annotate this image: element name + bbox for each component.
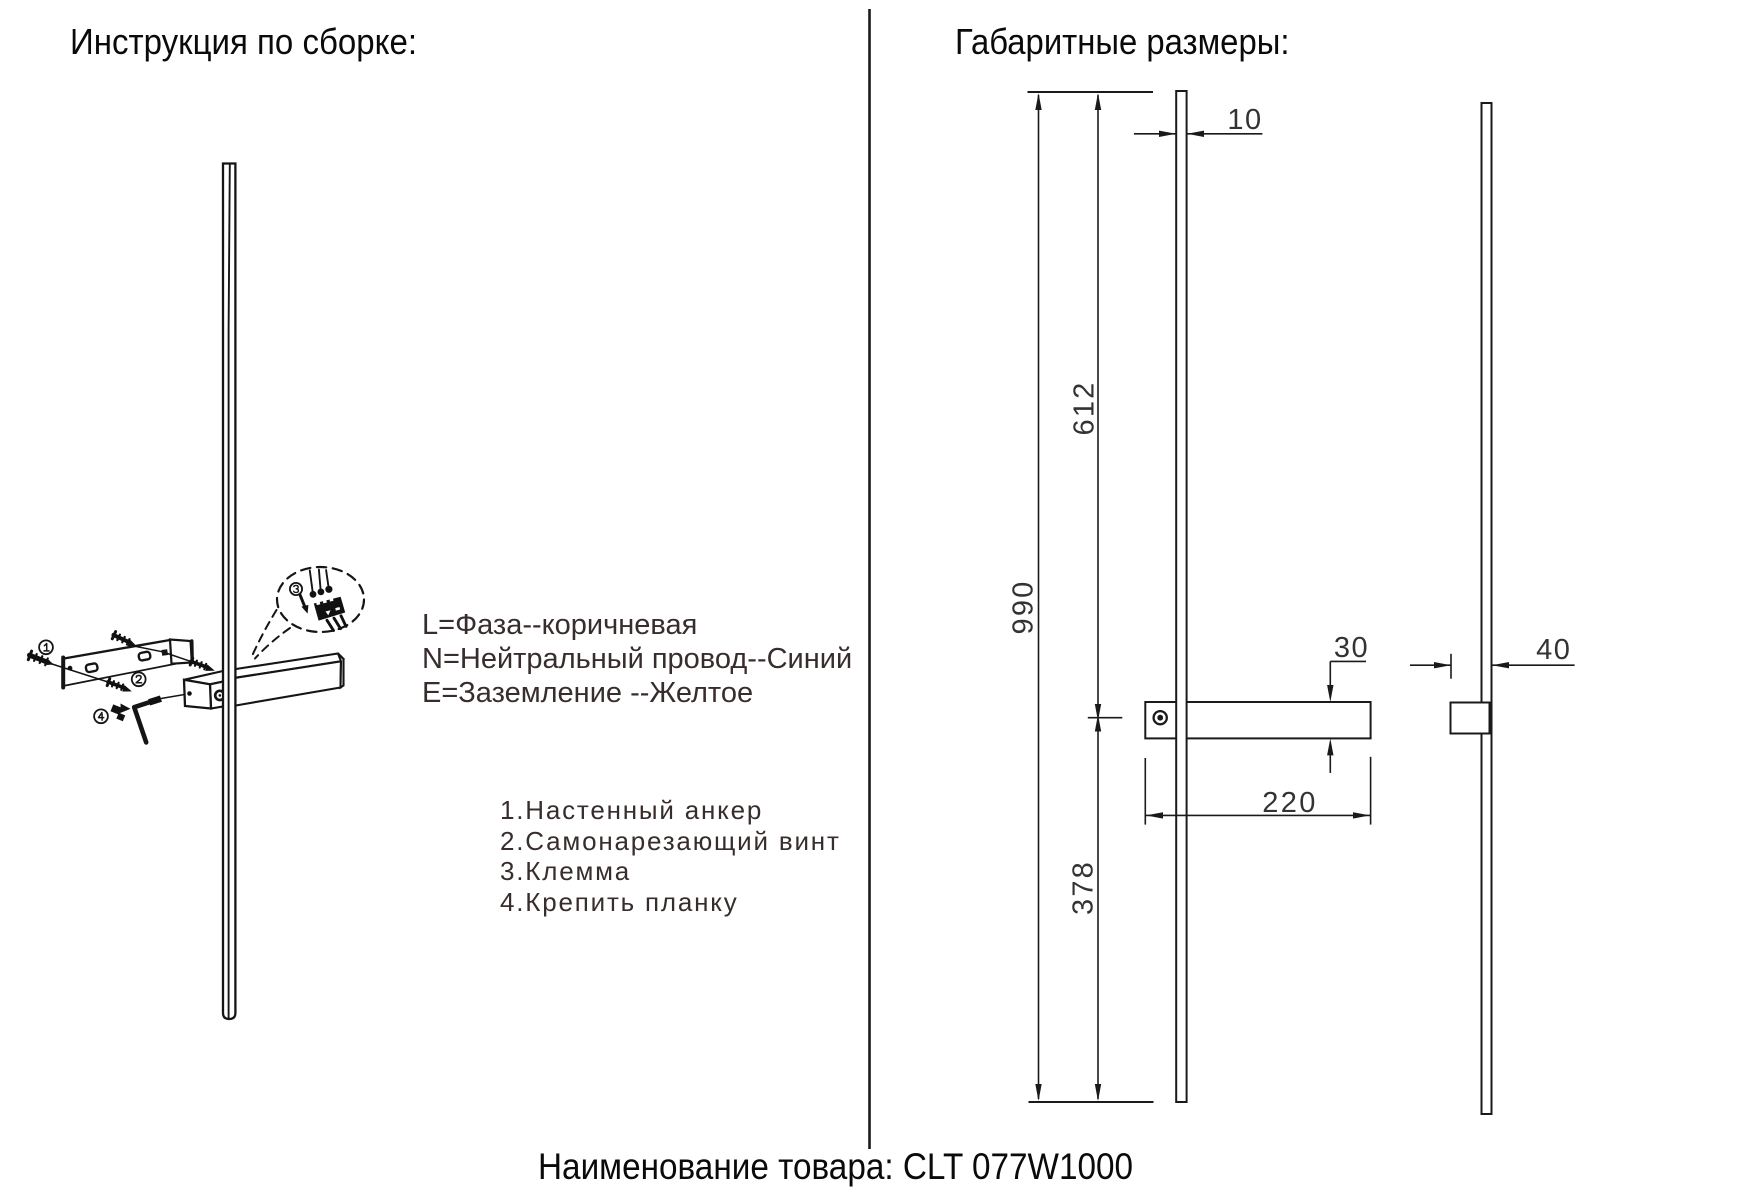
svg-text:10: 10 [1227,104,1262,136]
svg-text:378: 378 [1068,860,1100,915]
svg-text:40: 40 [1536,634,1571,666]
svg-text:220: 220 [1262,787,1318,819]
svg-text:612: 612 [1069,381,1101,436]
svg-text:990: 990 [1008,580,1040,635]
svg-text:30: 30 [1334,632,1369,664]
